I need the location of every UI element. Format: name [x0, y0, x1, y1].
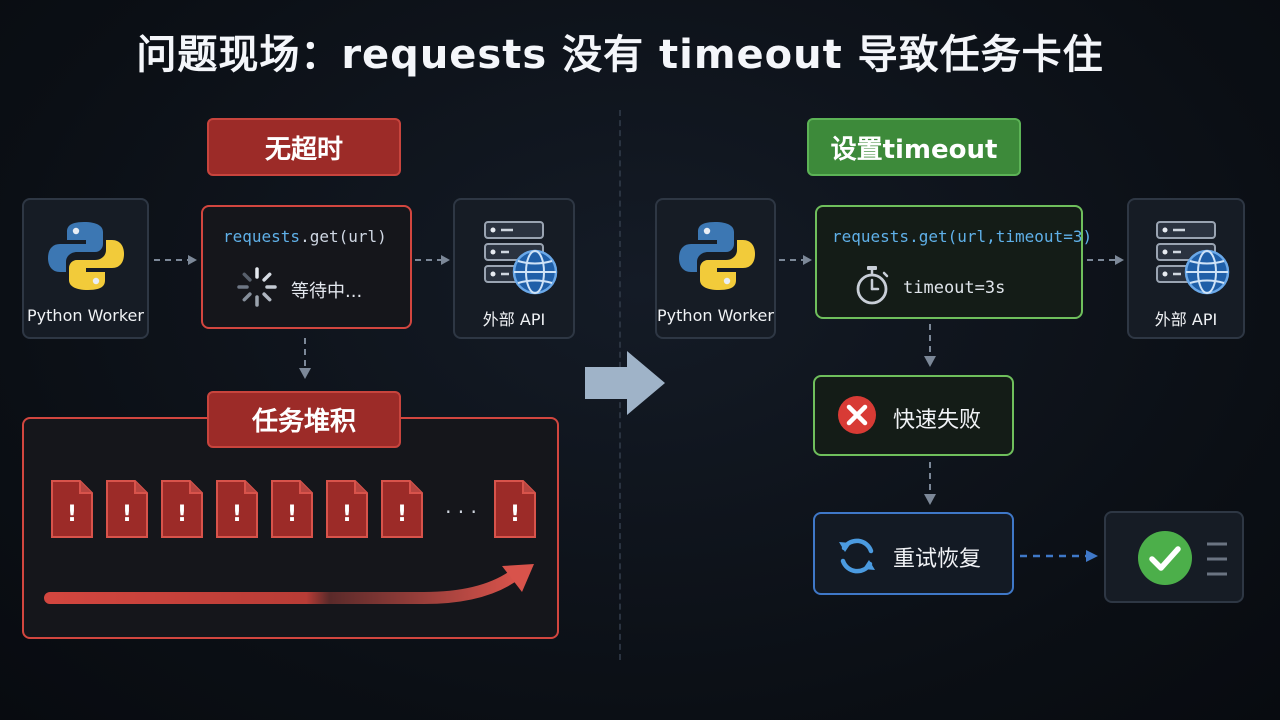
python-logo-icon — [679, 222, 755, 290]
retry-recover-box: 重试恢复 — [813, 512, 1014, 595]
worker-label: Python Worker — [657, 306, 774, 325]
server-globe-icon — [1156, 221, 1230, 295]
svg-text:!: ! — [177, 502, 187, 527]
error-x-icon — [838, 396, 876, 434]
error-document-icon: ! — [325, 479, 369, 539]
arrow-right-icon — [154, 255, 197, 265]
fast-fail-label: 快速失败 — [893, 408, 982, 433]
svg-text:!: ! — [232, 502, 242, 527]
svg-text:!: ! — [67, 502, 77, 527]
growing-backlog-arrow-icon — [44, 564, 534, 604]
list-lines-icon — [1207, 542, 1227, 576]
no-timeout-tag: 无超时 — [207, 118, 401, 176]
arrow-down-icon — [924, 462, 936, 505]
arrow-right-icon — [415, 255, 450, 265]
arrow-down-icon — [299, 338, 311, 379]
request-box-with-timeout: requests.get(url,timeout=3) timeout=3s — [815, 205, 1092, 319]
arrow-right-icon — [1020, 550, 1098, 562]
api-label: 外部 API — [1154, 310, 1218, 329]
error-document-icon: ! — [380, 479, 424, 539]
error-document-icon: ! — [493, 479, 537, 539]
arrow-down-icon — [924, 324, 936, 367]
svg-text:!: ! — [397, 502, 407, 527]
request-box-no-timeout: requests.get(url) 等待中... — [201, 205, 412, 329]
request-code: requests.get(url,timeout=3) — [832, 227, 1093, 246]
set-timeout-tag: 设置timeout — [807, 118, 1021, 176]
success-check-icon — [1138, 531, 1192, 585]
error-document-icon: ! — [270, 479, 314, 539]
external-api-node-right: 外部 API — [1127, 198, 1245, 339]
svg-text:!: ! — [342, 502, 352, 527]
code-call: .get(url) — [300, 227, 387, 246]
external-api-node-left: 外部 API — [453, 198, 575, 339]
refresh-icon — [839, 538, 875, 574]
worker-label: Python Worker — [27, 306, 144, 325]
error-document-icon: ! — [105, 479, 149, 539]
waiting-text: 等待中... — [291, 281, 363, 302]
python-logo-icon — [48, 222, 124, 290]
task-pile-tag: 任务堆积 — [207, 391, 401, 448]
svg-text:!: ! — [122, 502, 132, 527]
error-document-icon: ! — [215, 479, 259, 539]
success-result-card — [1104, 511, 1244, 603]
arrow-right-icon — [779, 255, 812, 265]
retry-recover-label: 重试恢复 — [893, 547, 982, 572]
python-worker-node-left: Python Worker — [22, 198, 149, 339]
loading-spinner-icon — [237, 267, 277, 307]
fast-fail-box: 快速失败 — [813, 375, 1014, 456]
timeout-value-text: timeout=3s — [903, 278, 1006, 298]
svg-text:!: ! — [287, 502, 297, 527]
code-keyword: requests — [223, 227, 301, 246]
arrow-right-icon — [1087, 255, 1124, 265]
transition-arrow-icon — [585, 351, 665, 415]
api-label: 外部 API — [482, 310, 546, 329]
error-document-icon: ! — [160, 479, 204, 539]
svg-text:!: ! — [510, 502, 520, 527]
server-globe-icon — [484, 221, 558, 295]
error-document-icon: ! — [50, 479, 94, 539]
page-title: 问题现场：requests 没有 timeout 导致任务卡住 — [136, 32, 1104, 78]
python-worker-node-right: Python Worker — [655, 198, 776, 339]
more-ellipsis: · · · — [445, 500, 477, 524]
stopwatch-icon — [856, 266, 889, 305]
request-code: requests.get(url) — [223, 227, 387, 246]
